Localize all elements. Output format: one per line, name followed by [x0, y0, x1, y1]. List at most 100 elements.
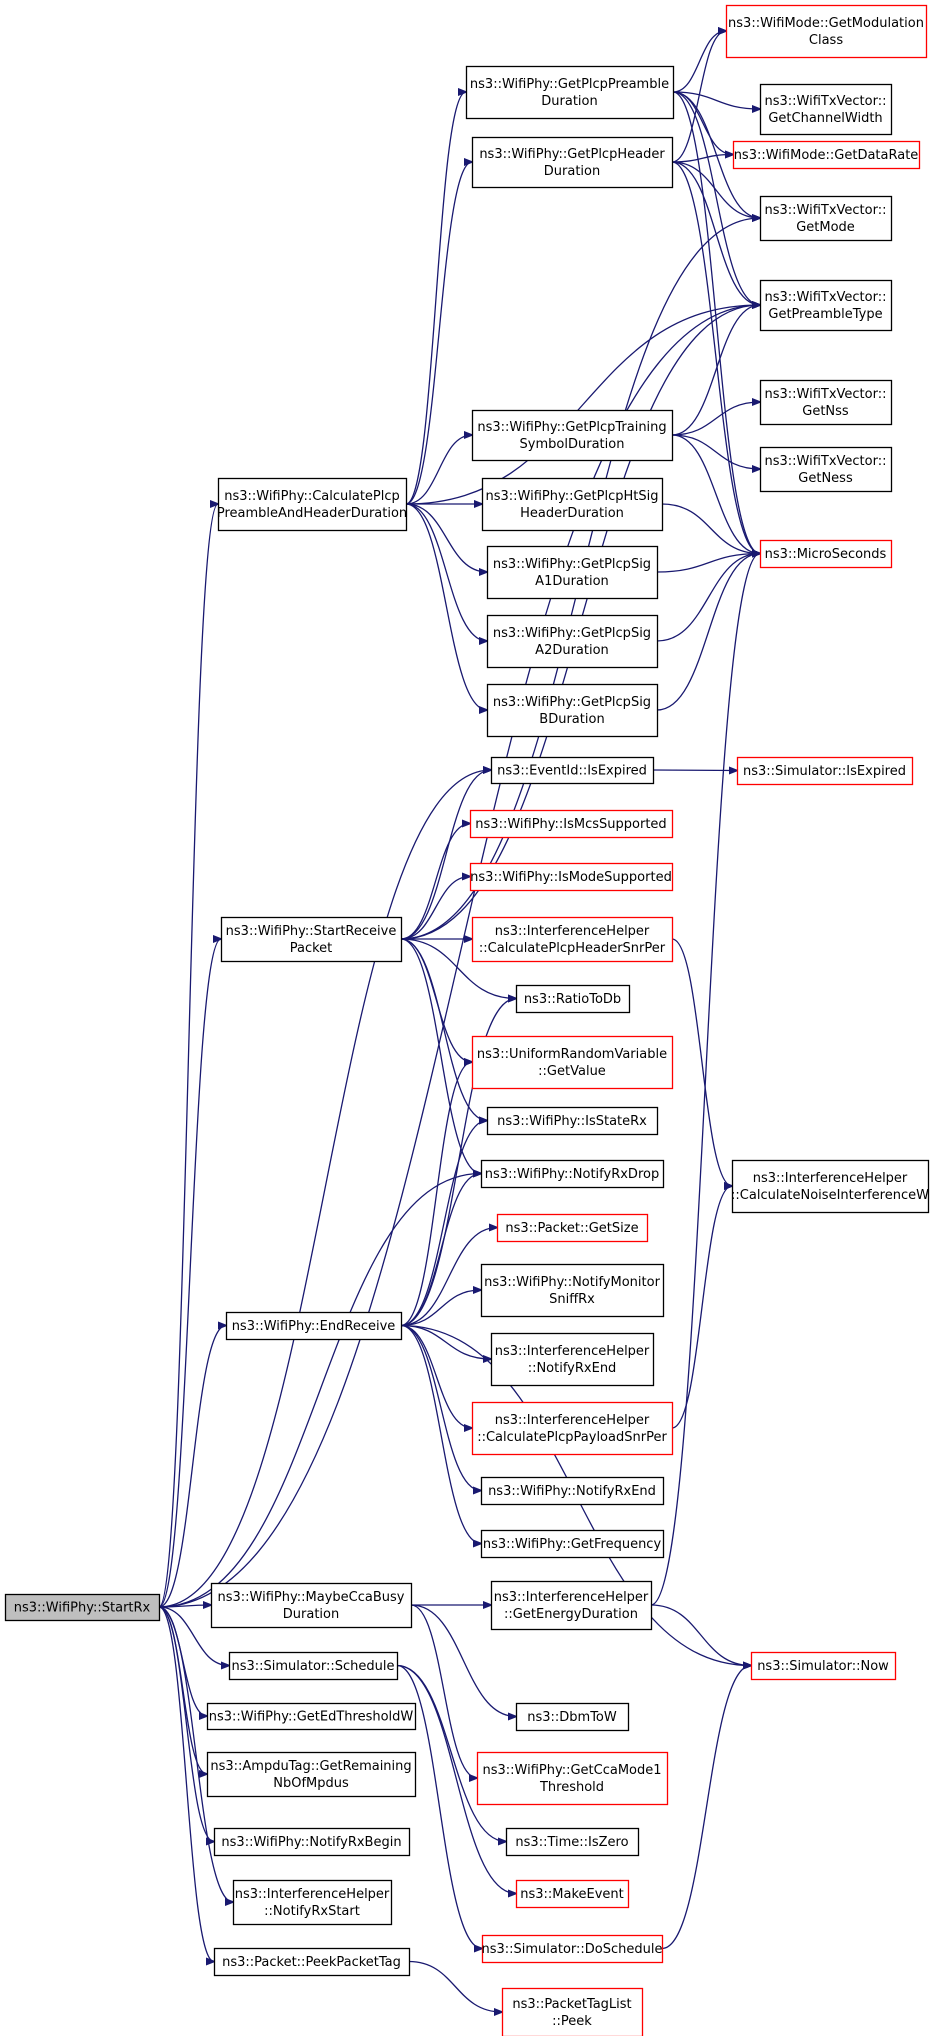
node-box-startrx — [4, 1593, 161, 1622]
edge-maybecca-to-dbmtow — [410, 1604, 516, 1717]
node-getdatarate[interactable]: ns3::WifiMode::GetDataRate — [732, 140, 921, 170]
node-label-uniformrv-0: ns3::UniformRandomVariable — [477, 1047, 667, 1062]
node-box-ihnotifyrxend — [490, 1332, 655, 1387]
node-makeevent[interactable]: ns3::MakeEvent — [515, 1879, 630, 1909]
edge-getplcphdr-to-getdatarate — [671, 155, 733, 163]
node-getness[interactable]: ns3::WifiTxVector::GetNess — [759, 446, 893, 493]
node-label-simnow-0: ns3::Simulator::Now — [757, 1659, 889, 1674]
node-ihnotifyrxstart[interactable]: ns3::InterferenceHelper::NotifyRxStart — [232, 1879, 393, 1926]
node-label-simschedule-0: ns3::Simulator::Schedule — [231, 1659, 394, 1674]
node-label-getsize-0: ns3::Packet::GetSize — [505, 1221, 638, 1236]
node-calchdrsnr[interactable]: ns3::InterferenceHelper::CalculatePlcpHe… — [471, 916, 674, 963]
node-simisexpired[interactable]: ns3::Simulator::IsExpired — [736, 756, 914, 786]
node-getmode[interactable]: ns3::WifiTxVector::GetMode — [759, 195, 893, 242]
node-peekpackettag[interactable]: ns3::Packet::PeekPacketTag — [213, 1947, 411, 1977]
edge-getplcppre-to-microseconds — [672, 91, 760, 554]
node-getfreq[interactable]: ns3::WifiPhy::GetFrequency — [480, 1529, 665, 1559]
node-uniformrv[interactable]: ns3::UniformRandomVariable::GetValue — [471, 1035, 674, 1090]
edge-startrx-to-isexpired — [158, 770, 491, 1608]
node-getplcptrain[interactable]: ns3::WifiPhy::GetPlcpTrainingSymbolDurat… — [471, 409, 674, 462]
node-calcplcp[interactable]: ns3::WifiPhy::CalculatePlcpPreambleAndHe… — [217, 477, 407, 532]
node-label-microseconds-0: ns3::MicroSeconds — [765, 547, 887, 562]
edge-isexpired-to-simisexpired — [652, 770, 737, 771]
node-box-notifymonitor — [480, 1263, 665, 1318]
node-timeiszero[interactable]: ns3::Time::IsZero — [505, 1827, 640, 1857]
node-getchanwidth[interactable]: ns3::WifiTxVector::GetChannelWidth — [759, 83, 893, 136]
node-microseconds[interactable]: ns3::MicroSeconds — [759, 539, 893, 569]
node-label-getplcphdr-1: Duration — [544, 164, 600, 179]
node-getsize[interactable]: ns3::Packet::GetSize — [496, 1213, 649, 1243]
node-calcnoise[interactable]: ns3::InterferenceHelper::CalculateNoiseI… — [731, 1159, 930, 1214]
node-simschedule[interactable]: ns3::Simulator::Schedule — [228, 1651, 399, 1681]
node-doschedule[interactable]: ns3::Simulator::DoSchedule — [481, 1934, 664, 1964]
edge-startrx-to-peekpackettag — [158, 1606, 214, 1962]
node-isexpired[interactable]: ns3::EventId::IsExpired — [490, 756, 655, 785]
node-box-ratiotodb — [515, 984, 631, 1014]
node-label-getenergy-0: ns3::InterferenceHelper — [494, 1590, 649, 1605]
edge-startrx-to-endrecv — [158, 1326, 226, 1608]
node-ihnotifyrxend[interactable]: ns3::InterferenceHelper::NotifyRxEnd — [490, 1332, 655, 1387]
edge-getplcptrain-to-getpretype — [671, 305, 760, 436]
node-notifyrxbegin[interactable]: ns3::WifiPhy::NotifyRxBegin — [213, 1827, 411, 1857]
node-label-getccamode-0: ns3::WifiPhy::GetCcaMode1 — [482, 1763, 661, 1778]
node-label-getplcpsigb-0: ns3::WifiPhy::GetPlcpSig — [493, 695, 651, 710]
node-label-uniformrv-1: ::GetValue — [538, 1064, 606, 1079]
node-getenergy[interactable]: ns3::InterferenceHelper::GetEnergyDurati… — [490, 1580, 653, 1631]
node-getedth[interactable]: ns3::WifiPhy::GetEdThresholdW — [206, 1702, 417, 1731]
node-label-calcpaysnr-1: ::CalculatePlcpPayloadSnrPer — [477, 1430, 667, 1445]
node-ismode[interactable]: ns3::WifiPhy::IsModeSupported — [469, 862, 674, 892]
node-box-peekpackettag — [213, 1947, 411, 1977]
node-label-getplcphtsig-0: ns3::WifiPhy::GetPlcpHtSig — [485, 489, 658, 504]
node-wifinotifyrxend[interactable]: ns3::WifiPhy::NotifyRxEnd — [480, 1476, 665, 1506]
node-label-ratiotodb-0: ns3::RatioToDb — [524, 992, 621, 1007]
node-box-notifyrxbegin — [213, 1827, 411, 1857]
node-tagpeek[interactable]: ns3::PacketTagList::Peek — [501, 1987, 644, 2036]
edge-endrecv-to-getfreq — [400, 1324, 481, 1544]
nodes-layer: ns3::WifiPhy::StartRx ns3::WifiPhy::Calcu… — [4, 4, 930, 2036]
node-box-doschedule — [481, 1934, 664, 1964]
node-label-getplcptrain-0: ns3::WifiPhy::GetPlcpTraining — [477, 420, 666, 435]
node-getpretype[interactable]: ns3::WifiTxVector::GetPreambleType — [759, 279, 893, 332]
node-label-getplcphdr-0: ns3::WifiPhy::GetPlcpHeader — [479, 147, 665, 162]
node-ismcs[interactable]: ns3::WifiPhy::IsMcsSupported — [469, 809, 674, 839]
node-label-wifinotifyrxend-0: ns3::WifiPhy::NotifyRxEnd — [488, 1484, 656, 1499]
node-notifyrxdrop[interactable]: ns3::WifiPhy::NotifyRxDrop — [480, 1159, 665, 1189]
node-box-ihnotifyrxstart — [232, 1879, 393, 1926]
node-box-getplcptrain — [471, 409, 674, 462]
edge-endrecv-to-ihnotifyrxend — [400, 1324, 491, 1360]
node-box-getplcphdr — [471, 136, 674, 189]
node-calcpaysnr[interactable]: ns3::InterferenceHelper::CalculatePlcpPa… — [471, 1401, 674, 1456]
edge-maybecca-to-getccamode — [410, 1604, 477, 1778]
node-box-getmodclass — [725, 4, 928, 59]
node-dbmtow[interactable]: ns3::DbmToW — [515, 1702, 630, 1732]
node-box-startrecv — [220, 916, 403, 963]
node-startrx[interactable]: ns3::WifiPhy::StartRx — [4, 1593, 161, 1622]
node-ratiotodb[interactable]: ns3::RatioToDb — [515, 984, 631, 1014]
node-label-getmode-1: GetMode — [796, 220, 855, 235]
node-label-calchdrsnr-0: ns3::InterferenceHelper — [495, 924, 650, 939]
node-label-getplcpsiga2-1: A2Duration — [535, 643, 609, 658]
node-label-getplcphtsig-1: HeaderDuration — [520, 506, 624, 521]
node-endrecv[interactable]: ns3::WifiPhy::EndReceive — [225, 1311, 403, 1341]
node-label-getfreq-0: ns3::WifiPhy::GetFrequency — [483, 1537, 662, 1552]
node-label-getmode-0: ns3::WifiTxVector:: — [764, 203, 886, 218]
node-isstaterx[interactable]: ns3::WifiPhy::IsStateRx — [486, 1106, 659, 1136]
node-getnss[interactable]: ns3::WifiTxVector::GetNss — [759, 379, 893, 426]
node-box-ismcs — [469, 809, 674, 839]
edge-getplcppre-to-getpretype — [672, 91, 760, 305]
node-label-ismode-0: ns3::WifiPhy::IsModeSupported — [470, 870, 672, 885]
edge-doschedule-to-simnow — [661, 1666, 751, 1950]
node-simnow[interactable]: ns3::Simulator::Now — [750, 1651, 897, 1681]
